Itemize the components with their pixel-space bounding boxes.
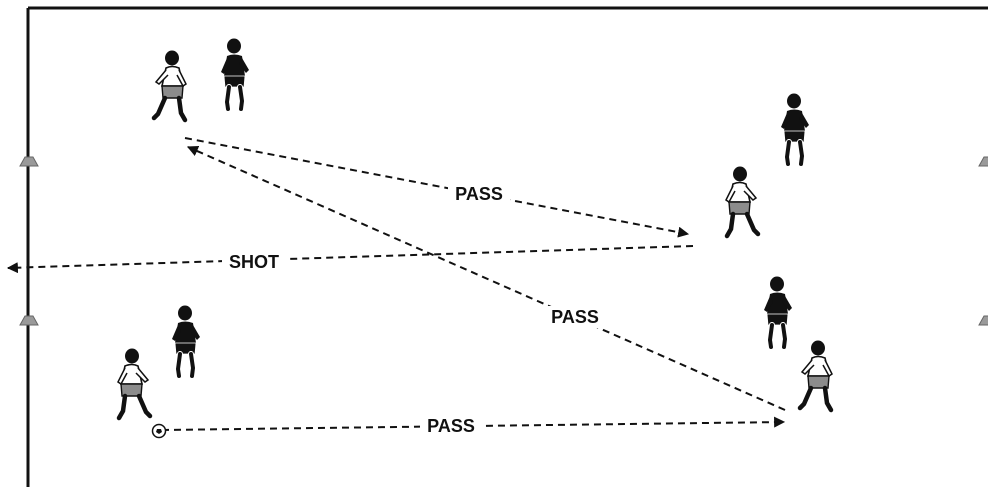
cone-icon xyxy=(978,156,988,167)
player-white xyxy=(118,349,150,419)
player-black xyxy=(221,39,249,110)
label-pass-diagonal: PASS xyxy=(551,307,599,327)
label-pass-top: PASS xyxy=(455,184,503,204)
player-white xyxy=(800,341,832,411)
player-white xyxy=(726,167,758,237)
field-border xyxy=(26,6,988,487)
player-black xyxy=(764,277,792,348)
cone-icon xyxy=(19,156,39,167)
ball-icon xyxy=(151,423,167,439)
label-shot: SHOT xyxy=(229,252,279,272)
label-pass-bottom: PASS xyxy=(427,416,475,436)
pass-arrow-top xyxy=(184,137,690,238)
player-black xyxy=(172,306,200,377)
player-black xyxy=(781,94,809,165)
shot-arrow xyxy=(6,245,694,274)
cone-icon xyxy=(978,315,988,326)
pass-arrow-bottom xyxy=(161,416,786,431)
player-white xyxy=(154,51,186,121)
cone-icon xyxy=(19,315,39,326)
pass-arrow-diagonal xyxy=(186,145,786,411)
